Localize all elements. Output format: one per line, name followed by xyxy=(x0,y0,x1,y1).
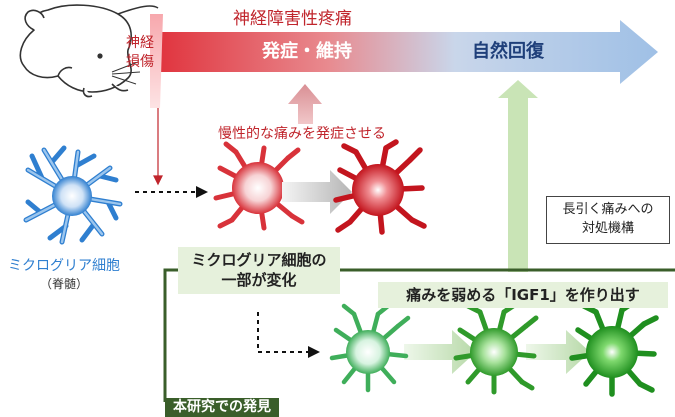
change-label: ミクログリア細胞の 一部が変化 xyxy=(178,247,340,294)
injury-connector-line xyxy=(153,108,163,186)
dotted-arrow-to-red xyxy=(135,186,208,198)
green-transition-arrow-1 xyxy=(404,330,476,374)
dotted-arrow-to-green xyxy=(257,312,320,358)
microglia-red-dark xyxy=(333,139,427,235)
finding-border xyxy=(163,268,675,402)
stage-onset-label: 発症・維持 xyxy=(262,41,352,62)
main-progression-arrow xyxy=(150,20,658,84)
chronic-pain-label: 慢性的な痛みを発症させる xyxy=(218,126,386,142)
finding-label: 本研究での発見 xyxy=(165,398,279,417)
microglia-sub-label: （脊髄） xyxy=(40,277,89,291)
microglia-red-light xyxy=(213,141,305,231)
mechanism-callout: 長引く痛みへの 対処機構 xyxy=(546,196,670,244)
nerve-injury-wedge xyxy=(150,14,163,108)
grey-transition-arrow xyxy=(282,170,352,214)
pink-up-arrow xyxy=(288,84,322,124)
main-title: 神経障害性疼痛 xyxy=(233,9,352,29)
nerve-injury-label: 神経 損傷 xyxy=(126,35,154,70)
stage-recovery-label: 自然回復 xyxy=(472,41,544,62)
igf1-label: 痛みを弱める「IGF1」を作り出す xyxy=(378,282,668,309)
green-transition-arrow-2 xyxy=(526,330,590,374)
microglia-label: ミクログリア細胞 xyxy=(8,258,120,274)
microglia-green-2 xyxy=(453,301,539,395)
microglia-blue xyxy=(23,145,123,245)
green-up-arrow xyxy=(498,80,538,272)
mouse-illustration xyxy=(19,4,159,98)
microglia-green-1 xyxy=(329,303,411,393)
